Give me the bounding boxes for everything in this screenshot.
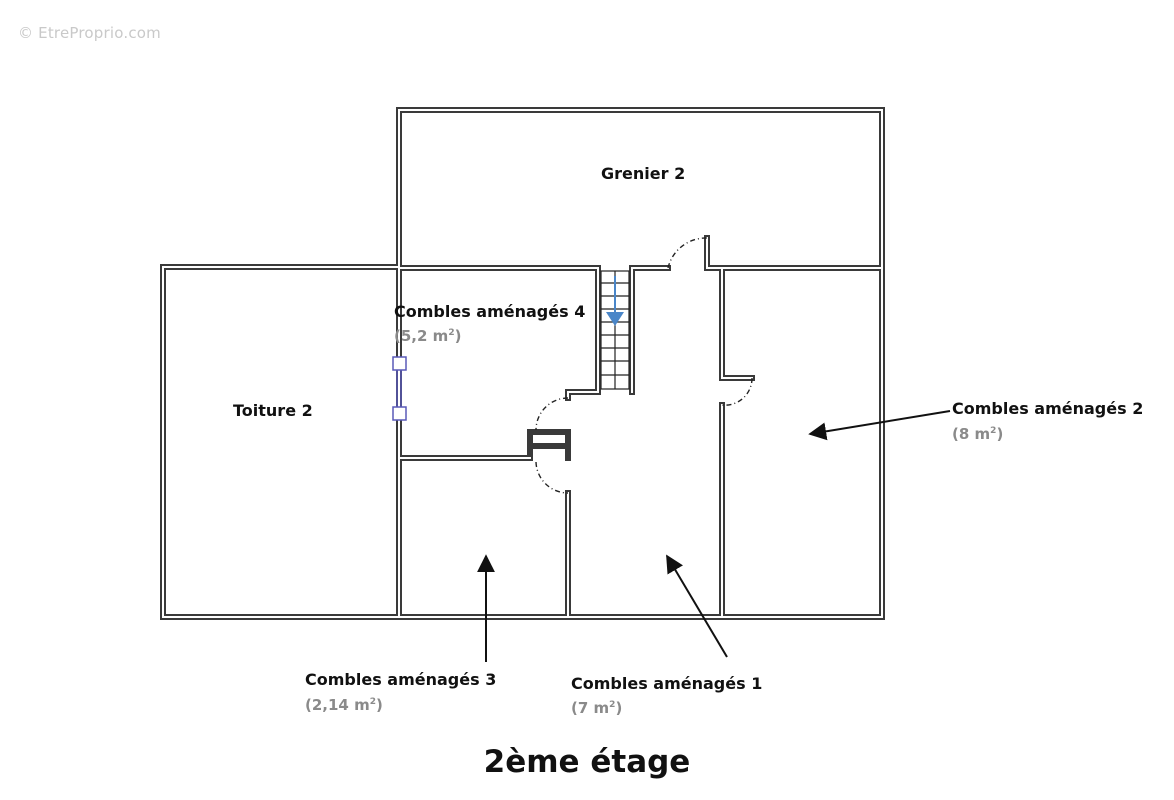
- room-label-combles-4: Combles aménagés 4: [394, 302, 586, 321]
- leader-arrows: [477, 410, 951, 662]
- down-arrow-icon: [606, 276, 624, 326]
- floor-title: 2ème étage: [483, 744, 691, 780]
- room-label-combles-1: Combles aménagés 1: [571, 674, 763, 693]
- room-area-combles-4: (5,2 m2): [394, 327, 462, 345]
- arrow-combles-1: [666, 554, 728, 658]
- room-area-combles-1: (7 m2): [571, 699, 623, 717]
- window: [392, 356, 407, 421]
- room-label-toiture-2: Toiture 2: [233, 401, 313, 420]
- walls: [160, 107, 885, 620]
- room-label-grenier-2: Grenier 2: [601, 164, 686, 183]
- room-label-combles-3: Combles aménagés 3: [305, 670, 497, 689]
- door-swings: [535, 237, 753, 494]
- watermark: © EtreProprio.com: [18, 24, 161, 42]
- room-label-combles-2: Combles aménagés 2: [952, 399, 1144, 418]
- arrow-combles-2: [808, 410, 951, 441]
- room-area-combles-2: (8 m2): [952, 425, 1004, 443]
- room-area-combles-3: (2,14 m2): [305, 696, 383, 714]
